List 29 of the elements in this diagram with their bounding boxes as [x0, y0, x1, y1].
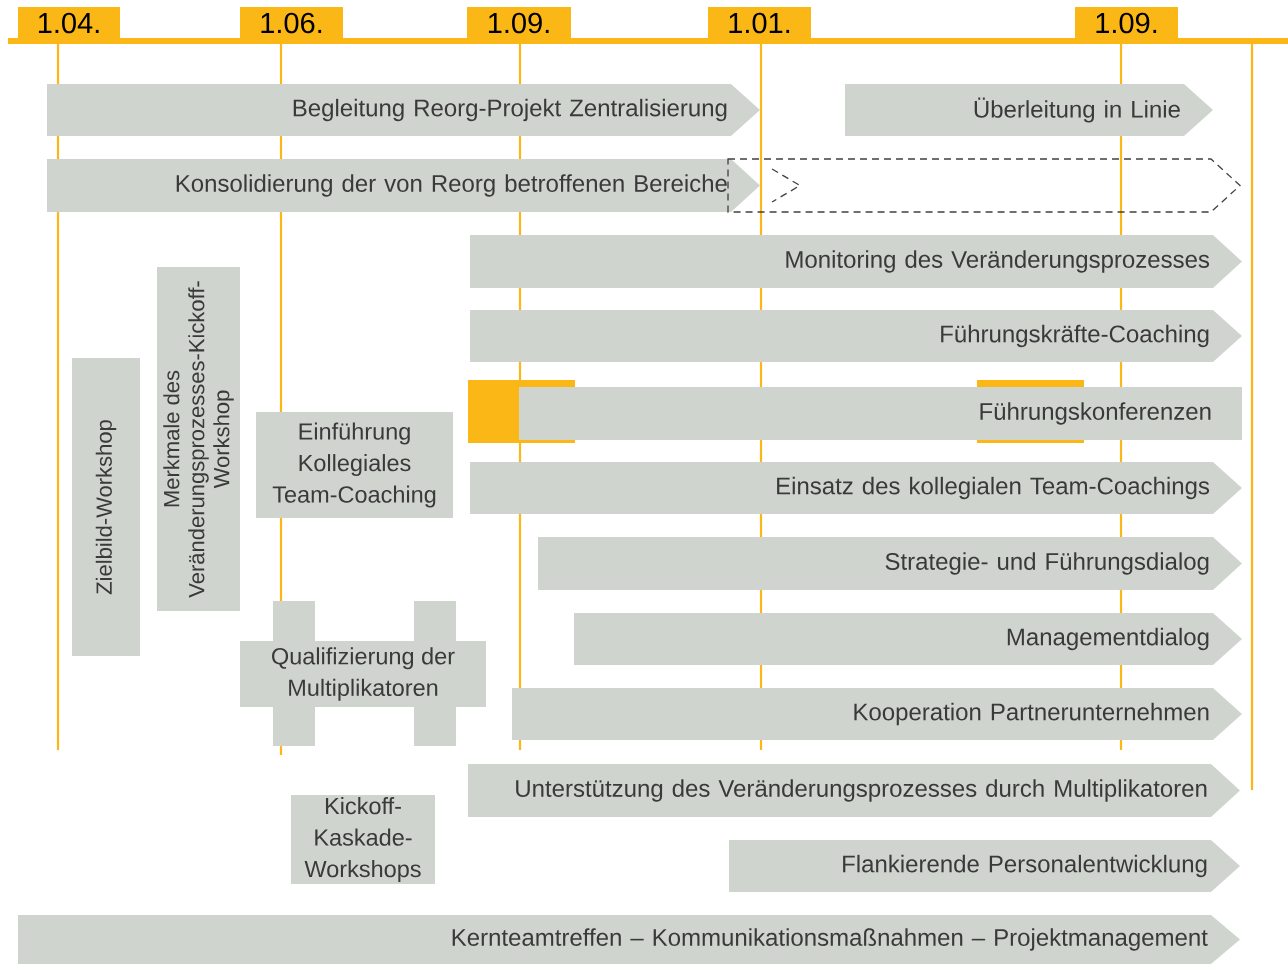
activity-cross: Qualifizierung der Multiplikatoren: [240, 601, 486, 746]
activity-bar: Begleitung Reorg-Projekt Zentralisierung: [47, 84, 760, 136]
activity-box: Einführung Kollegiales Team-Coaching: [256, 412, 453, 518]
activity-bar: Strategie- und Führungsdialog: [538, 537, 1242, 590]
date-tab: 1.06.: [240, 7, 343, 39]
activity-bar: Monitoring des Veränderungsprozesses: [470, 235, 1242, 288]
activity-bar: Kernteamtreffen – Kommunikationsmaßnahmen – Projektmanagement: [18, 915, 1240, 964]
activity-bar: Führungskonferenzen: [468, 380, 1242, 443]
workshop-box: Zielbild-Workshop: [72, 358, 140, 656]
activity-bar: Überleitung in Linie: [845, 84, 1213, 136]
date-tab: 1.09.: [467, 7, 571, 39]
activity-bar: Flankierende Personalentwicklung: [729, 840, 1240, 892]
activity-bar: Unterstützung des Veränderungsprozesses durch Multiplikatoren: [468, 764, 1240, 817]
node-label: 1.04.: [38, 12, 99, 34]
activity-bar: Managementdialog: [574, 613, 1242, 665]
activity-box: Kickoff- Kaskade- Workshops: [291, 795, 435, 884]
date-tab: 1.04.: [18, 7, 120, 39]
activity-bar: Führungskräfte-Coaching: [470, 310, 1242, 362]
node-label: 1.09.: [1096, 12, 1157, 34]
node-label: 1.01.: [729, 12, 790, 34]
workshop-box: Merkmale des Veränderungsprozesses-Kickoff-Workshop: [157, 267, 240, 611]
date-tab: 1.09.: [1075, 7, 1178, 39]
date-tab: 1.01.: [708, 7, 811, 39]
node-label: 1.06.: [261, 12, 322, 34]
dashed-arrow: [727, 158, 1241, 213]
activity-bar: Einsatz des kollegialen Team-Coachings: [470, 462, 1242, 514]
node-label: 1.09.: [488, 12, 549, 34]
activity-bar: Kooperation Partnerunternehmen: [512, 688, 1242, 740]
activity-bar: Konsolidierung der von Reorg betroffenen Bereiche: [47, 159, 760, 212]
